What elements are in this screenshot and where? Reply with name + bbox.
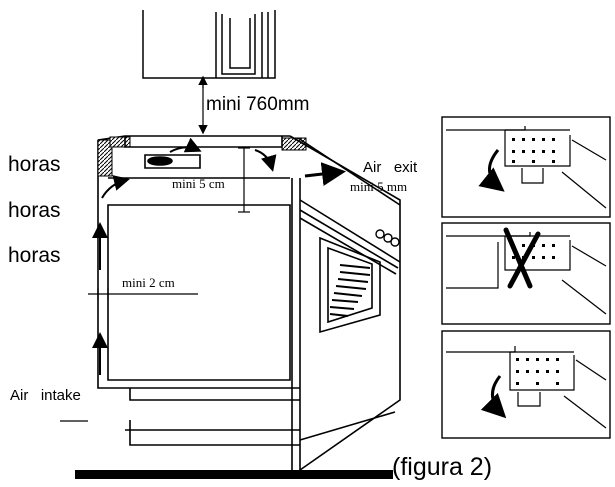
cooktop [124, 136, 283, 169]
exit-gap-label: mini 5 mm [350, 179, 407, 194]
top-gap-label: mini 5 cm [172, 176, 225, 191]
x-cross-icon [503, 227, 541, 289]
curved-arrow-icon [478, 149, 505, 192]
control-knobs [375, 229, 400, 247]
air-intake-label: Air intake [10, 387, 81, 404]
air-exit-label: Air exit [363, 159, 418, 176]
back-gap-dimension [88, 288, 198, 300]
insulation-top [109, 136, 131, 148]
detail-panel-wrong [441, 222, 611, 325]
side-word-2: horas [8, 199, 61, 222]
detail-panel-correct-top [441, 116, 611, 218]
figure-caption: (figura 2) [392, 453, 492, 481]
side-word-1: horas [8, 153, 61, 176]
detail-panel-correct-bottom [441, 330, 611, 439]
air-flow-arrows [92, 137, 346, 375]
range-hood [142, 10, 276, 79]
insulation-left [97, 139, 113, 177]
curved-arrow-icon [480, 375, 507, 419]
oven-window-shading [329, 264, 371, 317]
hood-clearance-label: mini 760mm [206, 94, 309, 115]
back-gap-label: mini 2 cm [122, 275, 175, 290]
top-gap-dimension [238, 147, 250, 213]
side-word-3: horas [8, 244, 61, 267]
floor-line [75, 470, 393, 479]
